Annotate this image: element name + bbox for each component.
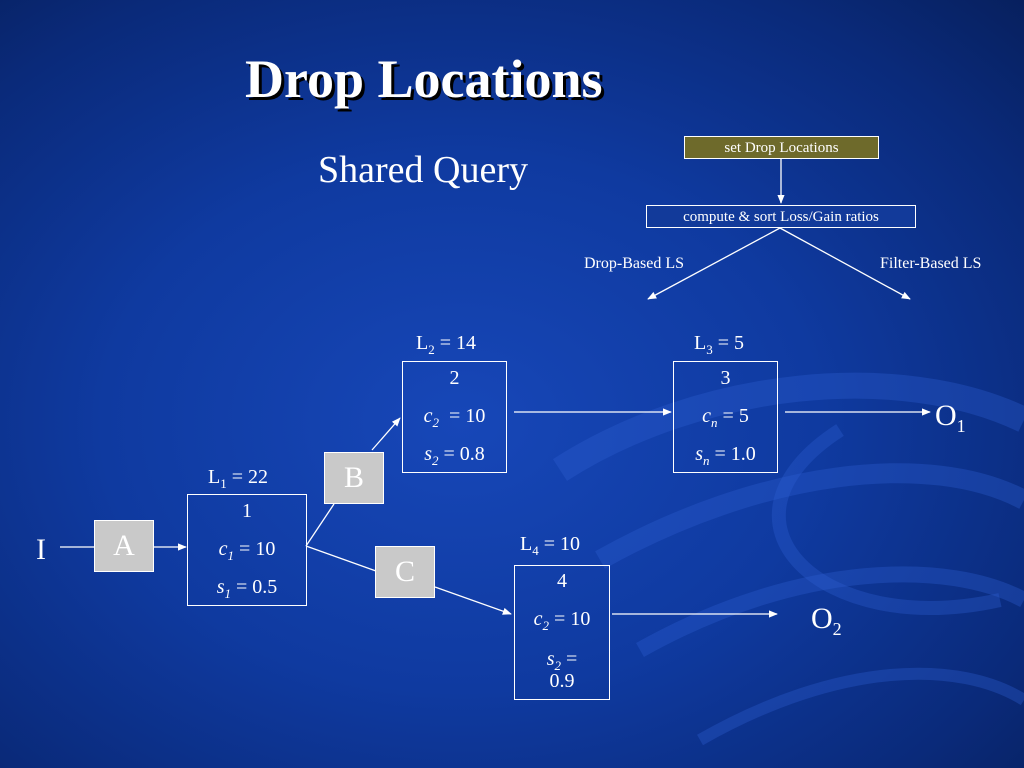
op4-selectivity: s2 = [546,648,578,673]
line-op1-to-c [305,545,377,572]
operator-box-1: 1 c1 = 10 s1 = 0.5 [187,494,307,606]
slide-subtitle: Shared Query [318,149,528,191]
filter-based-ls-label: Filter-Based LS [880,255,982,272]
op4-load-label: L4 = 10 [520,533,580,558]
arrow-compute-to-drop [647,227,781,300]
op2-load-label: L2 = 14 [416,332,476,357]
op2-id: 2 [449,367,460,389]
op1-load-label: L1 = 22 [208,466,268,491]
arrow-c-to-op4 [434,586,512,615]
op4-cost: c2 = 10 [533,608,591,633]
drop-box-c: C [375,546,435,598]
op2-selectivity: s2 = 0.8 [424,443,485,468]
op1-id: 1 [242,500,252,522]
op3-selectivity: sn = 1.0 [695,443,756,468]
op4-id: 4 [557,570,567,592]
input-label: I [36,533,46,566]
drop-box-b: B [324,452,384,504]
op3-load-label: L3 = 5 [694,332,744,357]
output-1-label: O1 [935,399,966,436]
op1-cost: c1 = 10 [218,538,276,563]
operator-box-2: 2 c2 = 10 s2 = 0.8 [402,361,507,473]
drop-box-a: A [94,520,154,572]
op1-selectivity: s1 = 0.5 [216,576,278,601]
operator-box-3: 3 cn = 5 sn = 1.0 [673,361,778,473]
set-drop-locations-box: set Drop Locations [684,136,879,159]
line-op1-to-b [305,503,335,547]
slide-title: Drop Locations [245,49,603,109]
output-2-label: O2 [811,602,842,639]
op3-id: 3 [720,367,731,389]
operator-box-4: 4 c2 = 10 s2 = 0.9 [514,565,610,700]
op3-cost: cn = 5 [702,405,749,430]
drop-based-ls-label: Drop-Based LS [584,255,684,272]
op4-selectivity-value: 0.9 [549,670,575,692]
compute-ratios-box: compute & sort Loss/Gain ratios [646,205,916,228]
op2-cost: c2 = 10 [423,405,486,430]
arrow-b-to-op2 [371,417,401,451]
arrow-compute-to-filter [779,227,911,300]
